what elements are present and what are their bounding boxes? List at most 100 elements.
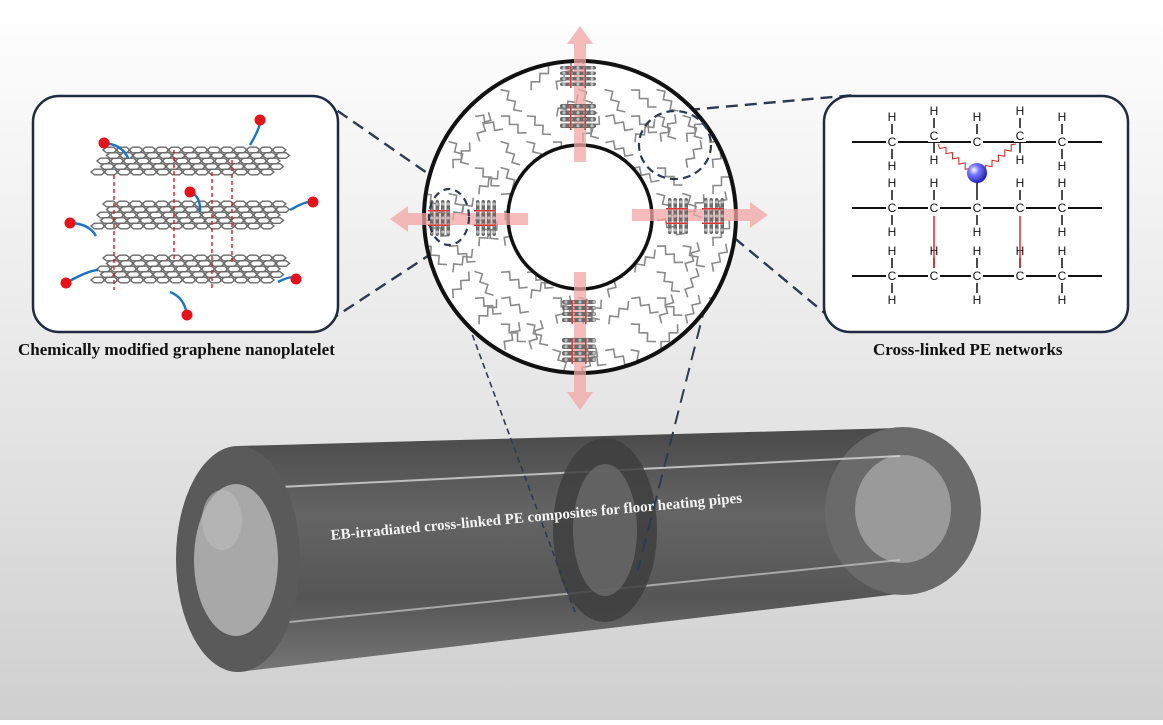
- carbon-atom: C: [930, 129, 939, 143]
- polymer-chain: [452, 248, 474, 273]
- polymer-chain: [501, 296, 529, 314]
- polymer-chain: [634, 119, 656, 143]
- carbon-atom: [564, 351, 568, 355]
- arrow-head: [750, 202, 768, 228]
- polymer-chain: [476, 111, 492, 142]
- polymer-chain: [475, 114, 504, 132]
- carbon-atom: [576, 111, 580, 115]
- hex-ring: [128, 276, 146, 284]
- hex-ring: [89, 276, 107, 284]
- polymer-chain: [631, 296, 659, 314]
- arrow-shaft: [574, 42, 586, 162]
- polymer-chain: [503, 322, 521, 350]
- carbon-atom: [592, 312, 596, 316]
- hex-ring: [258, 276, 276, 284]
- hex-ring: [258, 222, 276, 230]
- pe-network-structure: CHHCHHCHCHHCHHCHHCHCHCHCHHCHHCHCHHCHCHH: [852, 104, 1102, 307]
- carbon-atom: [430, 216, 434, 220]
- atom-bg: [928, 269, 940, 282]
- carbon-atom: [446, 202, 450, 206]
- carbon-atom: [576, 71, 580, 75]
- atom-bg: [971, 269, 983, 282]
- atom-bg: [886, 201, 898, 214]
- graphene-layer: [89, 254, 291, 284]
- carbon-atom: [576, 82, 580, 86]
- hex-ring: [206, 276, 224, 284]
- polymer-chain: [530, 65, 550, 91]
- hydrogen-atom: H: [973, 244, 982, 258]
- polymer-chain: [630, 89, 657, 108]
- polymer-chain: [631, 165, 660, 183]
- radical-site: [967, 163, 987, 183]
- carbon-atom: [576, 77, 580, 81]
- arrow-head: [567, 26, 593, 44]
- hydrogen-atom: H: [888, 244, 897, 258]
- carbon-atom: [590, 77, 594, 81]
- hex-ring: [232, 276, 250, 284]
- arrow-shaft: [632, 209, 752, 221]
- carbon-atom: [578, 338, 582, 342]
- hex-ring: [167, 222, 185, 230]
- carbon-atom: [492, 202, 496, 206]
- carbon-atom: [576, 104, 580, 108]
- hydrogen-atom: H: [930, 104, 939, 118]
- carbon-atom: [704, 228, 708, 232]
- hydrogen-atom: H: [930, 176, 939, 190]
- carbon-atom: [592, 300, 596, 304]
- hex-ring: [128, 222, 146, 230]
- carbon-atom: C: [888, 135, 897, 149]
- hex-ring: [245, 168, 263, 176]
- stack-right-1: [666, 198, 688, 234]
- carbon-atom: [668, 214, 672, 218]
- carbon-atom: [564, 306, 568, 310]
- carbon-atom: [446, 216, 450, 220]
- hex-ring: [268, 162, 285, 171]
- atom-bg: [886, 269, 898, 282]
- hex-ring: [232, 222, 250, 230]
- hydrogen-atom: H: [1058, 159, 1067, 173]
- polymer-chain: [474, 167, 500, 187]
- carbon-atom: [720, 214, 724, 218]
- polymer-chain: [659, 114, 677, 142]
- carbon-atom: C: [1058, 201, 1067, 215]
- polymer-chain: [656, 245, 684, 264]
- stack-top-1: [560, 66, 596, 88]
- carbon-atom: [673, 228, 677, 232]
- polymer-chain: [656, 167, 683, 186]
- hex-ring: [268, 271, 285, 278]
- carbon-atom: [590, 111, 594, 115]
- carbon-atom: [562, 77, 566, 81]
- carbon-atom: [673, 200, 677, 204]
- hydrogen-atom: H: [888, 110, 897, 124]
- atom-bg: [928, 129, 940, 142]
- carbon-atom: [709, 228, 713, 232]
- polymer-chain: [684, 267, 700, 298]
- carbon-atom: [578, 318, 582, 322]
- carbon-atom: [592, 351, 596, 355]
- stack-left-2: [474, 200, 496, 236]
- carbon-atom: [578, 351, 582, 355]
- carbon-atom: [562, 117, 566, 121]
- polymer-chain: [656, 88, 679, 112]
- hex-ring: [268, 216, 285, 225]
- hex-ring: [193, 222, 211, 230]
- carbon-atom: [578, 358, 582, 362]
- carbon-atom: [590, 117, 594, 121]
- radical-interaction: [985, 143, 1017, 172]
- carbon-atom: [446, 230, 450, 234]
- carbon-atom: [592, 345, 596, 349]
- arrow-shaft: [574, 272, 586, 394]
- stack-right-2: [702, 198, 724, 234]
- polymer-chain: [634, 249, 656, 273]
- polymer-chain: [630, 115, 658, 134]
- carbon-atom: [481, 202, 485, 206]
- hydrogen-atom: H: [1016, 176, 1025, 190]
- arrow-head: [567, 392, 593, 410]
- carbon-atom: [564, 358, 568, 362]
- network-caption: Cross-linked PE networks: [873, 340, 1063, 359]
- polymer-chain: [500, 270, 528, 289]
- polymer-chain: [605, 140, 634, 158]
- stack-bottom-2: [562, 338, 596, 364]
- hex-ring: [102, 222, 120, 230]
